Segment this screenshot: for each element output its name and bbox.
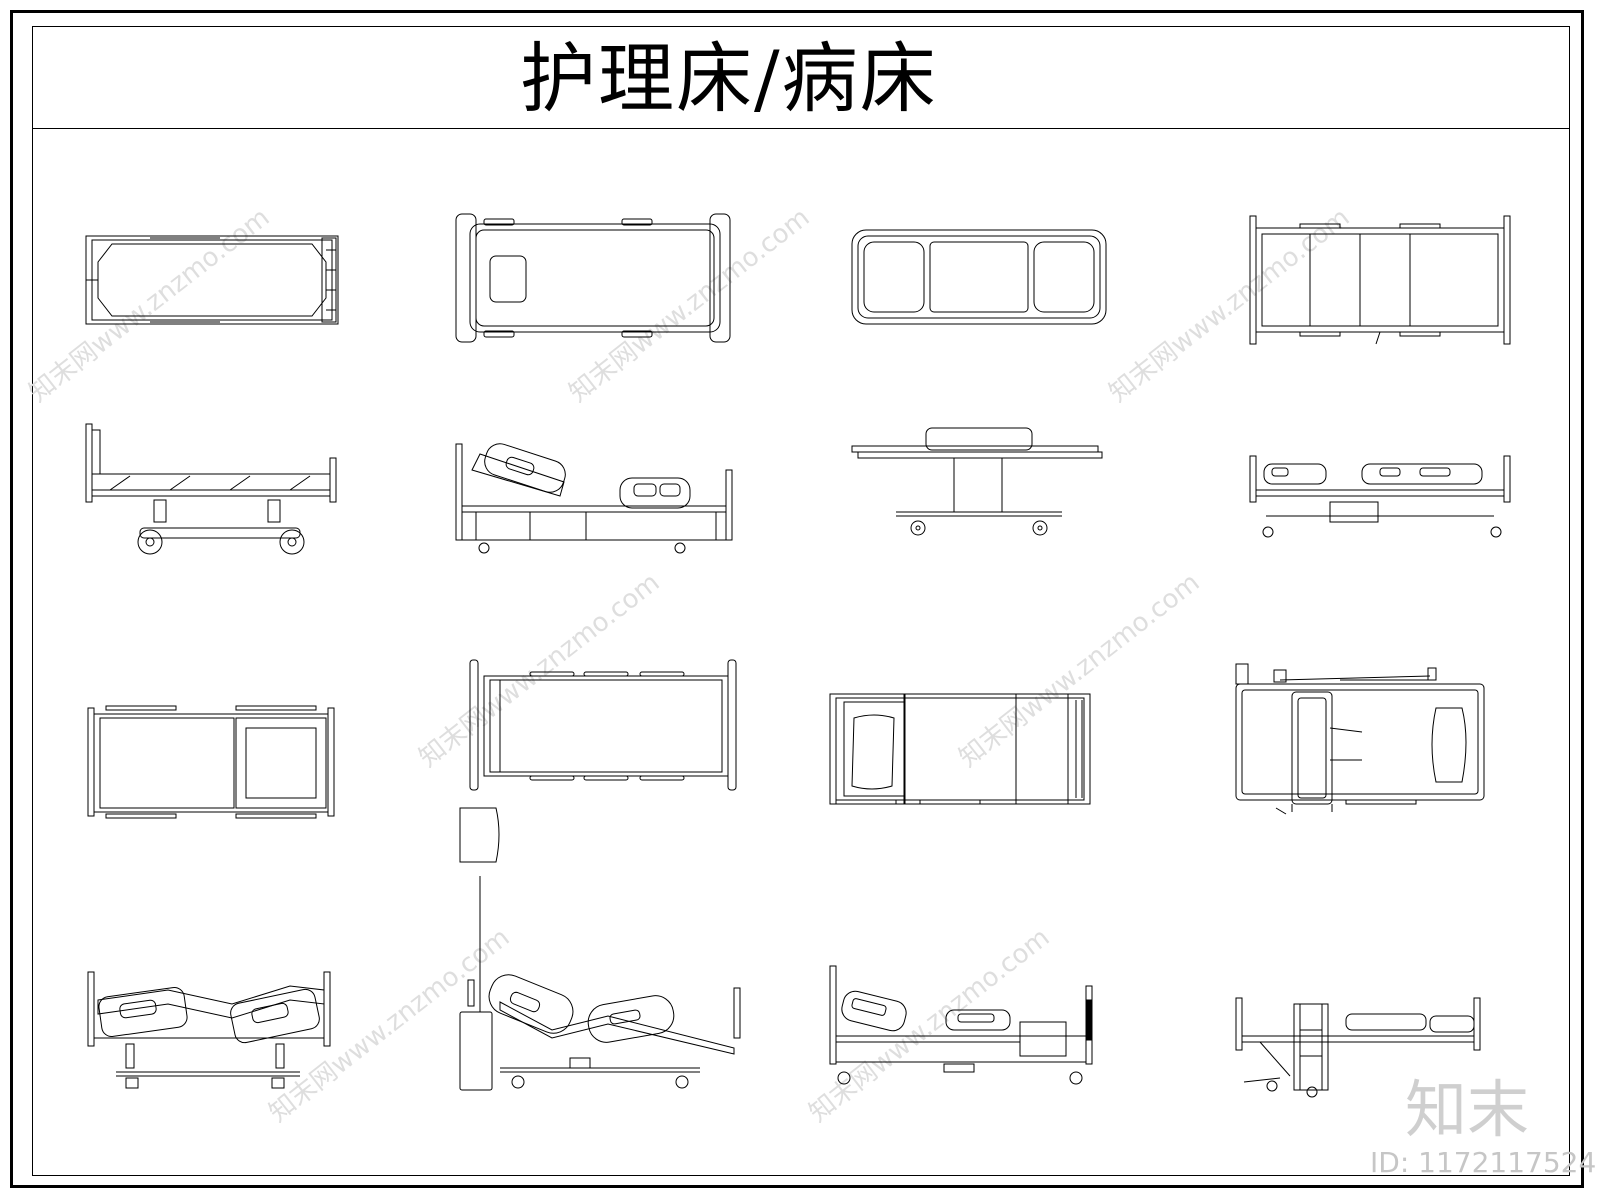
bed-side-view-5 xyxy=(86,424,336,554)
bed-side-view-13 xyxy=(88,972,330,1088)
bed-side-view-7 xyxy=(852,428,1102,535)
bed-side-view-6 xyxy=(456,440,732,553)
bed-top-view-4 xyxy=(1250,216,1510,344)
bed-side-view-8 xyxy=(1250,456,1510,537)
bed-side-view-16 xyxy=(1236,998,1480,1097)
bed-top-view-12 xyxy=(1236,664,1484,814)
bed-top-view-11 xyxy=(830,694,1090,804)
bed-top-view-1 xyxy=(86,236,338,324)
bed-top-view-10 xyxy=(460,660,736,862)
outer-frame xyxy=(10,10,1584,1188)
watermark-id: ID: 1172117524 xyxy=(1370,1146,1597,1179)
page-title: 护理床/病床 xyxy=(520,34,938,123)
bed-side-view-14 xyxy=(460,876,740,1090)
inner-frame xyxy=(32,26,1570,1176)
bed-side-view-15 xyxy=(830,966,1092,1084)
title-band xyxy=(32,26,1570,129)
bed-top-view-2 xyxy=(456,214,730,342)
bed-top-view-9 xyxy=(88,706,334,818)
watermark-logo: 知末 xyxy=(1405,1073,1530,1146)
bed-top-view-3 xyxy=(852,230,1106,324)
